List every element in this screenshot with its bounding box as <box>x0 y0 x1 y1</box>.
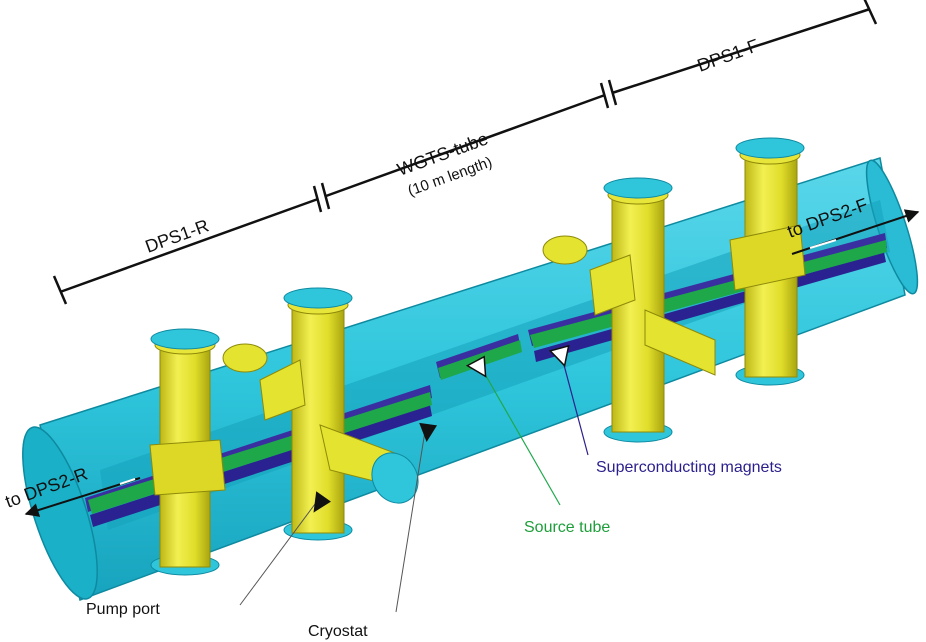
label-superconducting-magnets: Superconducting magnets <box>596 459 782 476</box>
wgts-span-line <box>325 93 606 198</box>
break-tick-2b <box>607 79 618 106</box>
pump-port-2 <box>222 287 419 541</box>
break-tick-2a <box>599 82 610 109</box>
pump-port-4 <box>729 137 806 386</box>
dps1-f-span-line <box>611 7 871 95</box>
label-pump-port: Pump port <box>86 601 160 618</box>
annotation-pointers <box>239 344 589 613</box>
dps1-r-span-line <box>59 197 319 294</box>
label-dps1-f: DPS1-F <box>695 35 762 76</box>
pump-port-3 <box>542 177 716 443</box>
dimension-bar <box>52 0 878 305</box>
arrow-to-dps2-r <box>24 477 141 517</box>
label-cryostat: Cryostat <box>308 623 368 640</box>
left-end-tick <box>52 275 68 305</box>
right-end-tick <box>863 0 878 25</box>
pump-port-1 <box>149 328 226 576</box>
break-tick-1b <box>320 182 331 210</box>
label-source-tube: Source tube <box>524 519 610 536</box>
break-tick-1a <box>312 185 323 213</box>
arrow-to-dps2-f <box>791 209 920 255</box>
